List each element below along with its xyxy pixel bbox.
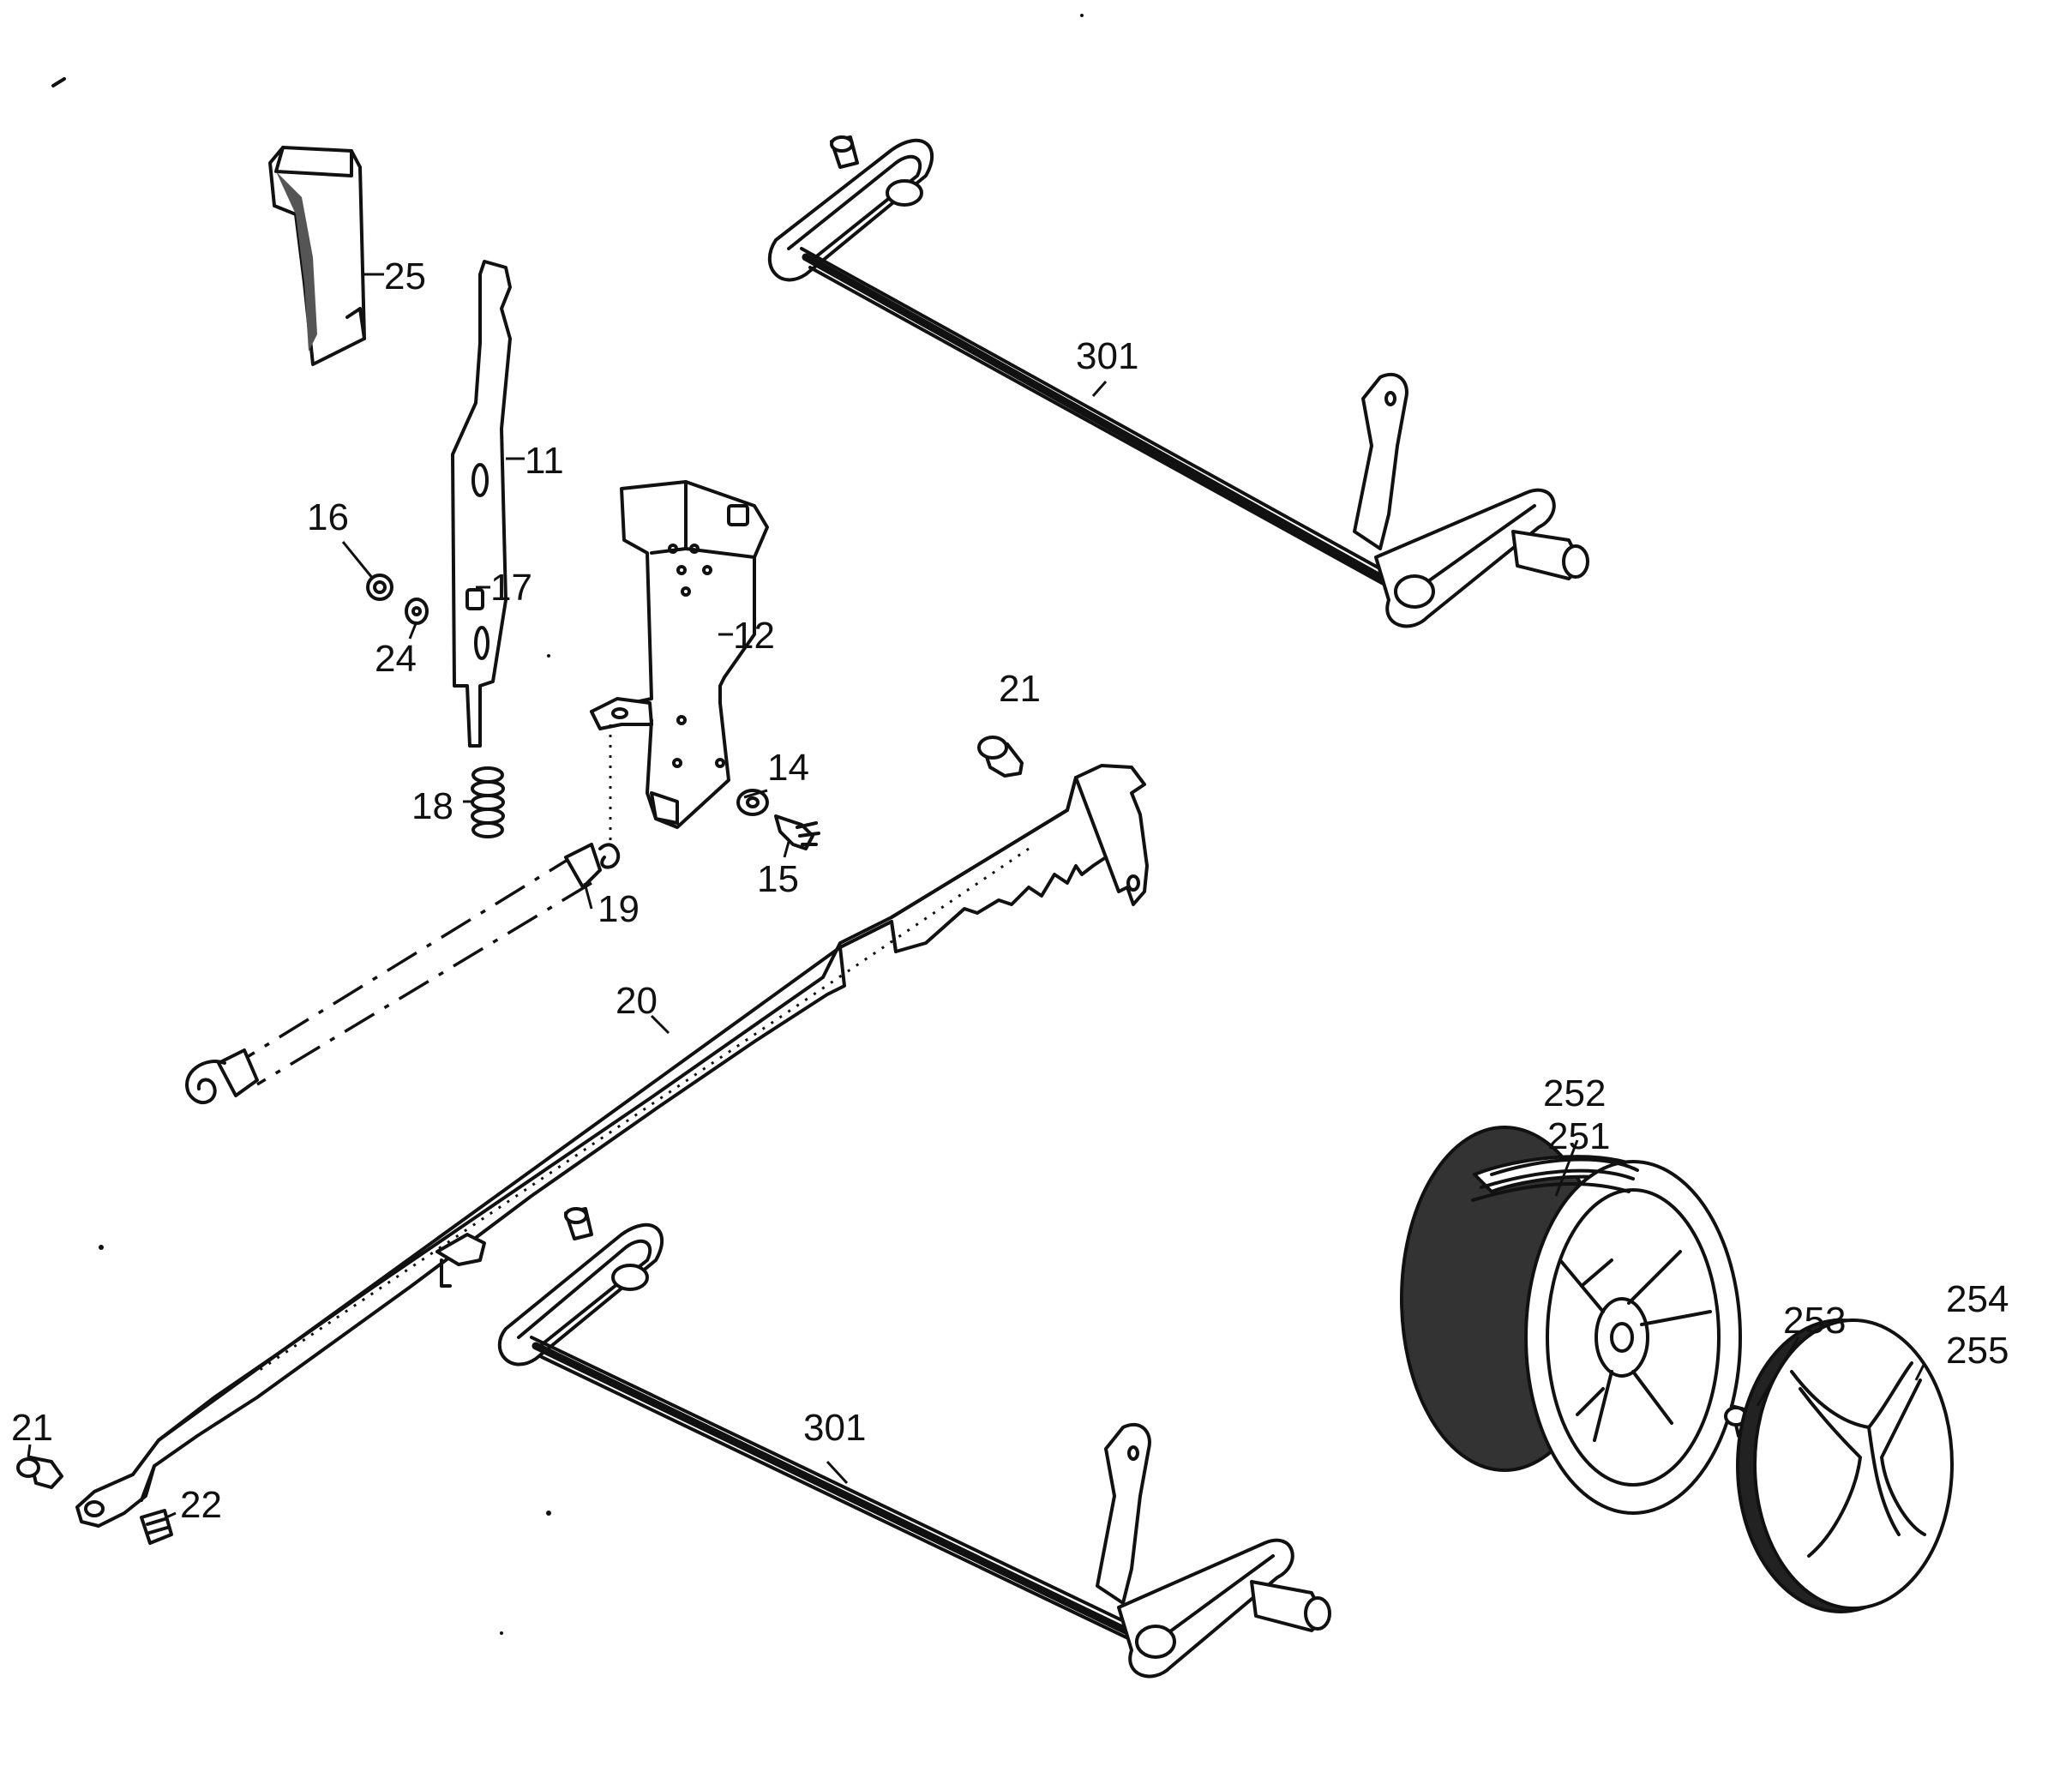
label-25: 25 — [384, 255, 426, 297]
part-labels: 25 11 16 17 24 18 12 19 21 14 15 20 301 … — [11, 255, 2009, 1526]
label-18: 18 — [411, 785, 453, 827]
part-12-bracket — [590, 480, 769, 829]
part-251-252-wheel — [1400, 1126, 1742, 1515]
label-16: 16 — [307, 496, 349, 538]
label-15: 15 — [757, 858, 799, 900]
label-251: 251 — [1547, 1115, 1610, 1157]
label-24: 24 — [375, 638, 417, 680]
part-301-axle-bottom — [497, 1207, 1331, 1679]
label-11: 11 — [525, 440, 564, 482]
label-21-left: 21 — [11, 1407, 53, 1449]
part-15-screw — [774, 814, 820, 850]
part-19-cable — [185, 843, 621, 1104]
part-11-lever — [451, 260, 512, 748]
label-301-bottom: 301 — [803, 1407, 866, 1449]
part-254-255-hubcap — [1736, 1318, 1954, 1613]
scan-specks — [51, 14, 1084, 1635]
label-14: 14 — [767, 747, 809, 789]
label-21-top: 21 — [999, 668, 1041, 710]
label-252: 252 — [1543, 1072, 1606, 1114]
part-18-spring — [471, 766, 505, 838]
leader-lines — [27, 273, 1926, 1519]
label-253: 253 — [1783, 1300, 1846, 1342]
part-301-axle-top — [767, 135, 1589, 628]
label-255: 255 — [1946, 1330, 2009, 1372]
label-12: 12 — [733, 615, 775, 657]
part-22-clip-nut — [140, 1509, 173, 1545]
label-301-top: 301 — [1076, 335, 1138, 377]
label-17: 17 — [490, 567, 532, 609]
part-21-bolt-top — [977, 736, 1024, 778]
label-20: 20 — [616, 980, 658, 1022]
label-22: 22 — [180, 1484, 222, 1526]
label-19: 19 — [598, 888, 640, 930]
part-21-bolt-left — [16, 1456, 63, 1489]
part-24-washer — [405, 598, 429, 625]
label-254: 254 — [1946, 1278, 2009, 1320]
part-16-nut — [366, 574, 393, 601]
part-25-grip — [268, 146, 366, 366]
part-20-handle — [75, 764, 1149, 1528]
